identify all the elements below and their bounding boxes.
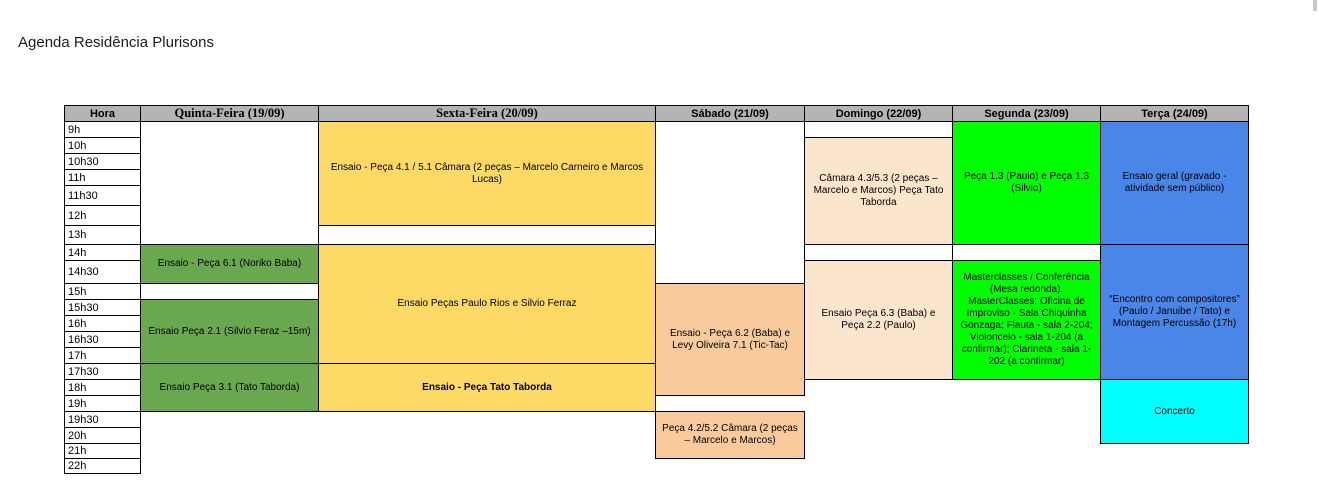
time-label: 15h (64, 283, 141, 300)
time-label: 19h30 (64, 411, 141, 428)
event-block: Câmara 4.3/5.3 (2 peças – Marcelo e Marc… (804, 137, 953, 245)
time-label: 20h (64, 427, 141, 444)
time-label: 12h (64, 205, 141, 226)
event-block: Ensaio - Peça 4.1 / 5.1 Câmara (2 peças … (318, 121, 656, 226)
time-label: 14h30 (64, 260, 141, 284)
event-block: Concerto (1100, 379, 1249, 444)
column-separator (952, 121, 953, 380)
time-label: 15h30 (64, 299, 141, 316)
page-title: Agenda Residência Plurisons (18, 34, 214, 51)
event-block: Ensaio - Peça 6.2 (Baba) e Levy Oliveira… (655, 283, 805, 396)
time-label: 10h30 (64, 153, 141, 170)
event-block: Ensaio geral (gravado - atividade sem pú… (1100, 121, 1249, 245)
day-header: Terça (24/09) (1100, 105, 1249, 122)
time-label: 16h (64, 315, 141, 332)
event-block: Peça 1.3 (Paulo) e Peça 1.3 (Silvio) (952, 121, 1101, 245)
event-block: Ensaio - Peça Tato Taborda (318, 363, 656, 412)
event-block: Ensaio Peça 6.3 (Baba) e Peça 2.2 (Paulo… (804, 260, 953, 380)
time-label: 11h (64, 169, 141, 186)
day-header: Segunda (23/09) (952, 105, 1101, 122)
event-block: “Encontro com compositores” (Paulo / Jan… (1100, 244, 1249, 380)
event-block: Ensaio Peça 2.1 (Silvio Feraz –15m) (140, 299, 319, 364)
day-header: Quinta-Feira (19/09) (140, 105, 319, 122)
time-label: 19h (64, 395, 141, 412)
time-label: 10h (64, 137, 141, 154)
hora-header: Hora (64, 105, 141, 122)
time-label: 14h (64, 244, 141, 261)
time-label: 17h30 (64, 363, 141, 380)
time-label: 17h (64, 347, 141, 364)
event-block: Ensaio Peça 3.1 (Tato Taborda) (140, 363, 319, 412)
time-label: 13h (64, 225, 141, 245)
time-label: 22h (64, 458, 141, 474)
event-block: Ensaio Peças Paulo Rios e Silvio Ferraz (318, 244, 656, 364)
event-block: Ensaio - Peça 6.1 (Noriko Baba) (140, 244, 319, 284)
column-separator (804, 121, 805, 380)
time-label: 11h30 (64, 185, 141, 206)
day-header: Domingo (22/09) (804, 105, 953, 122)
time-label: 16h30 (64, 331, 141, 348)
scrollbar-remnant (1313, 0, 1317, 11)
event-block: Peça 4.2/5.2 Câmara (2 peças – Marcelo e… (655, 411, 805, 459)
day-header: Sábado (21/09) (655, 105, 805, 122)
event-block: Masterclasses / Conferência (Mesa redond… (952, 260, 1101, 380)
time-label: 9h (64, 121, 141, 138)
day-header: Sexta-Feira (20/09) (318, 105, 656, 122)
time-label: 18h (64, 379, 141, 396)
time-label: 21h (64, 443, 141, 459)
